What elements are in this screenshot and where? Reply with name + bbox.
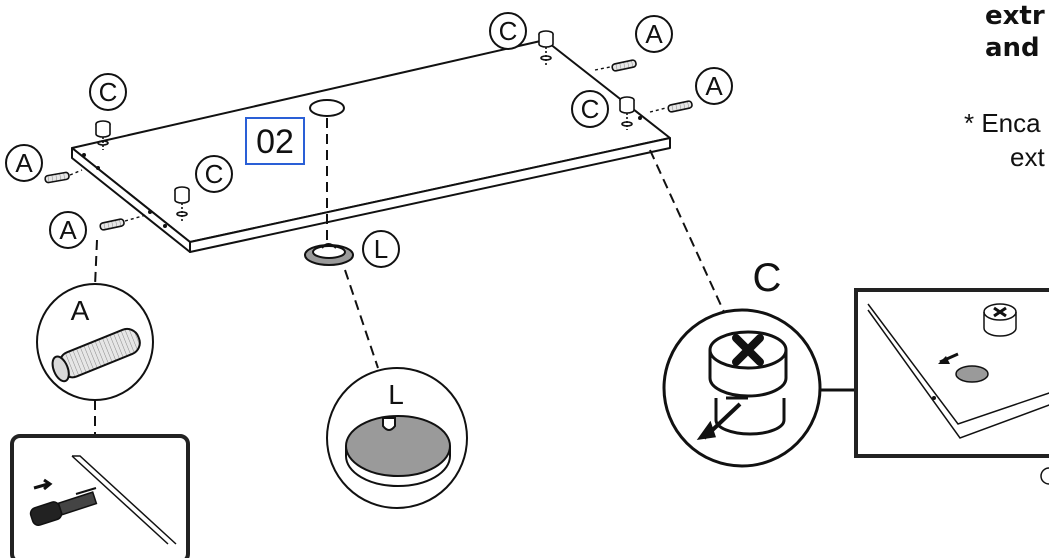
callout-c-3-label: C (499, 16, 518, 46)
callout-c-4-label: C (581, 94, 600, 124)
callout-a-1 (5, 144, 43, 182)
right-note-line1: * Enca (964, 108, 1041, 138)
callout-c-1-label: C (99, 77, 118, 107)
callout-a-3-label: A (645, 19, 663, 49)
cam-detail (662, 308, 856, 468)
callout-l (362, 230, 400, 268)
callout-c-1 (89, 73, 127, 111)
right-heading-line2: and (985, 33, 1040, 63)
callout-a-3 (635, 15, 673, 53)
grommet-detail: L (326, 367, 468, 509)
callout-circles (5, 12, 733, 268)
grommet-detail-label: L (388, 379, 404, 410)
dowel-insertion-frame (10, 434, 190, 558)
right-heading-line1: extr (985, 1, 1045, 31)
grommet-hole (309, 99, 345, 117)
callout-c-3 (489, 12, 527, 50)
dowel-detail-label: A (71, 295, 90, 326)
grommet-part (304, 243, 354, 266)
callout-a-4-label: A (705, 71, 723, 101)
callout-a-4 (695, 67, 733, 105)
callout-a-1-label: A (15, 148, 33, 178)
dowel-detail: A (36, 283, 154, 401)
right-note-line2: ext (1010, 142, 1045, 172)
step-number: 02 (256, 123, 294, 161)
callout-l-label: L (374, 234, 388, 264)
step-number-box: 02 (245, 117, 305, 165)
dowel-parts (44, 59, 693, 231)
callout-c-2-label: C (205, 159, 224, 189)
cam-insertion-frame (854, 288, 1049, 458)
cam-detail-label: C (753, 256, 782, 300)
callout-a-2 (49, 211, 87, 249)
callout-c-4 (571, 90, 609, 128)
cam-lock-parts (95, 30, 635, 222)
callout-c-2 (195, 155, 233, 193)
edge-holes (82, 116, 642, 228)
callout-a-2-label: A (59, 215, 77, 245)
panel (71, 39, 671, 253)
